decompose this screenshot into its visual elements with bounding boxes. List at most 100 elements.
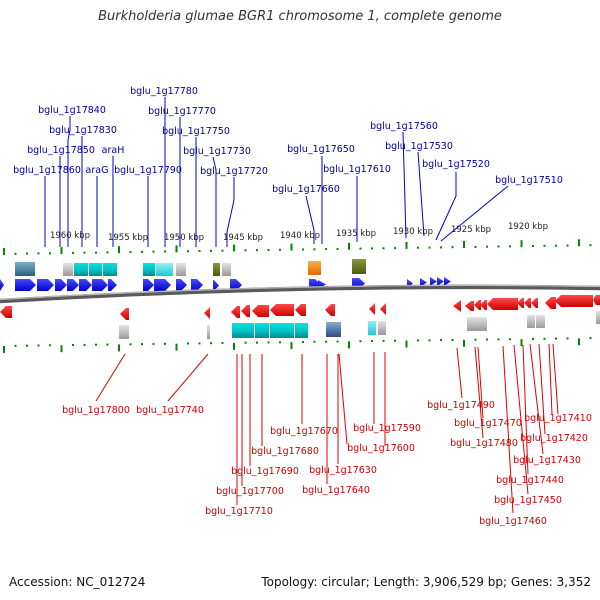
forward-gene-arrow[interactable] xyxy=(154,279,171,291)
forward-gene-arrow[interactable] xyxy=(55,279,67,291)
reverse-gene-arrow[interactable] xyxy=(231,306,240,318)
major-tick xyxy=(578,239,580,247)
forward-feature-blocks xyxy=(15,259,366,276)
gene-label[interactable]: bglu_1g17850 xyxy=(27,145,95,156)
forward-gene-arrow[interactable] xyxy=(230,279,242,291)
minor-tick xyxy=(497,245,500,248)
reverse-gene-arrow[interactable] xyxy=(465,301,474,311)
forward-gene-arrow[interactable] xyxy=(67,279,79,291)
forward-gene-arrow[interactable] xyxy=(176,279,187,291)
gene-label[interactable]: araH xyxy=(102,145,125,156)
minor-tick xyxy=(187,250,189,253)
gene-label[interactable]: bglu_1g17610 xyxy=(323,164,391,175)
gene-label[interactable]: araG xyxy=(86,165,109,176)
forward-gene-arrow[interactable] xyxy=(0,279,4,291)
gene-label[interactable]: bglu_1g17670 xyxy=(270,426,338,437)
minor-tick xyxy=(543,337,546,340)
gene-label[interactable]: bglu_1g17640 xyxy=(302,485,370,496)
forward-gene-arrow[interactable] xyxy=(213,280,219,291)
minor-tick xyxy=(256,341,258,344)
gene-label[interactable]: bglu_1g17520 xyxy=(422,159,490,170)
minor-tick xyxy=(371,247,373,250)
gene-label[interactable]: bglu_1g17630 xyxy=(309,465,377,476)
gene-label[interactable]: bglu_1g17750 xyxy=(162,126,230,137)
reverse-gene-arrow[interactable] xyxy=(325,304,335,316)
forward-gene-arrow[interactable] xyxy=(444,277,451,286)
forward-gene-arrow[interactable] xyxy=(37,279,54,291)
minor-tick xyxy=(26,252,28,255)
reverse-gene-arrow[interactable] xyxy=(270,304,294,316)
minor-tick xyxy=(325,340,327,343)
major-tick xyxy=(578,338,580,346)
reverse-gene-arrow[interactable] xyxy=(252,305,269,317)
gene-label[interactable]: bglu_1g17440 xyxy=(496,475,564,486)
gene-label[interactable]: bglu_1g17790 xyxy=(114,165,182,176)
reverse-gene-arrow[interactable] xyxy=(120,308,129,320)
reverse-gene-arrow[interactable] xyxy=(487,298,518,310)
reverse-gene-arrow[interactable] xyxy=(295,304,306,316)
reverse-gene-arrow[interactable] xyxy=(545,297,556,309)
gene-label[interactable]: bglu_1g17830 xyxy=(49,125,117,136)
forward-gene-arrow[interactable] xyxy=(108,279,117,291)
minor-tick xyxy=(417,246,419,249)
gene-label[interactable]: bglu_1g17840 xyxy=(38,105,106,116)
reverse-gene-arrow[interactable] xyxy=(204,307,210,319)
gene-label[interactable]: bglu_1g17650 xyxy=(287,144,355,155)
gene-label[interactable]: bglu_1g17680 xyxy=(251,446,319,457)
gene-label[interactable]: bglu_1g17470 xyxy=(454,418,522,429)
reverse-gene-arrow[interactable] xyxy=(531,298,538,308)
gene-label[interactable]: bglu_1g17510 xyxy=(495,175,563,186)
gene-label[interactable]: bglu_1g17450 xyxy=(494,495,562,506)
forward-gene-arrow[interactable] xyxy=(92,279,108,291)
reverse-gene-arrow[interactable] xyxy=(524,298,531,308)
reverse-gene-arrow[interactable] xyxy=(474,300,481,310)
reverse-gene-arrow[interactable] xyxy=(241,305,250,317)
forward-gene-arrow[interactable] xyxy=(79,279,92,291)
reverse-gene-arrow[interactable] xyxy=(517,298,524,308)
gene-label[interactable]: bglu_1g17770 xyxy=(148,106,216,117)
gene-label[interactable]: bglu_1g17600 xyxy=(347,443,415,454)
reverse-gene-arrow[interactable] xyxy=(0,306,12,318)
gene-label[interactable]: bglu_1g17700 xyxy=(216,486,284,497)
gene-label[interactable]: bglu_1g17730 xyxy=(183,146,251,157)
forward-gene-arrow[interactable] xyxy=(437,277,444,286)
major-tick xyxy=(405,241,408,249)
gene-label[interactable]: bglu_1g17740 xyxy=(136,405,204,416)
forward-gene-arrow[interactable] xyxy=(191,279,203,291)
major-tick xyxy=(520,240,523,248)
reverse-gene-arrow[interactable] xyxy=(480,300,487,310)
gene-label[interactable]: bglu_1g17560 xyxy=(370,121,438,132)
reverse-gene-arrow[interactable] xyxy=(369,303,375,315)
gene-label[interactable]: bglu_1g17530 xyxy=(385,141,453,152)
major-tick xyxy=(3,248,5,255)
gene-label[interactable]: bglu_1g17860 xyxy=(13,165,81,176)
gene-label[interactable]: bglu_1g17780 xyxy=(130,86,198,97)
gene-label[interactable]: bglu_1g17460 xyxy=(479,516,547,527)
reverse-gene-arrow[interactable] xyxy=(453,300,461,312)
reverse-gene-arrow[interactable] xyxy=(593,295,600,305)
forward-gene-arrow[interactable] xyxy=(420,278,427,287)
reverse-gene-arrow[interactable] xyxy=(555,295,593,307)
gene-label[interactable]: bglu_1g17410 xyxy=(524,413,592,424)
gene-label[interactable]: bglu_1g17420 xyxy=(520,433,588,444)
gene-label[interactable]: bglu_1g17800 xyxy=(62,405,130,416)
gene-label[interactable]: bglu_1g17660 xyxy=(272,184,340,195)
gene-label[interactable]: bglu_1g17720 xyxy=(200,166,268,177)
minor-tick xyxy=(313,340,316,343)
chromosome-backbone xyxy=(0,284,600,304)
minor-tick xyxy=(382,247,385,250)
gene-label[interactable]: bglu_1g17710 xyxy=(205,506,273,517)
minor-tick xyxy=(37,344,40,347)
gene-label[interactable]: bglu_1g17430 xyxy=(513,455,581,466)
gene-label[interactable]: bglu_1g17480 xyxy=(450,438,518,449)
gene-label[interactable]: bglu_1g17490 xyxy=(427,400,495,411)
gene-label[interactable]: bglu_1g17690 xyxy=(231,466,299,477)
forward-gene-arrow[interactable] xyxy=(143,279,154,291)
minor-tick xyxy=(589,244,592,247)
gene-label[interactable]: bglu_1g17590 xyxy=(353,423,421,434)
minor-tick xyxy=(486,338,488,341)
forward-gene-arrow[interactable] xyxy=(15,279,36,291)
forward-gene-arrow[interactable] xyxy=(430,277,437,286)
minor-tick xyxy=(394,247,396,250)
reverse-gene-arrow[interactable] xyxy=(380,303,386,315)
